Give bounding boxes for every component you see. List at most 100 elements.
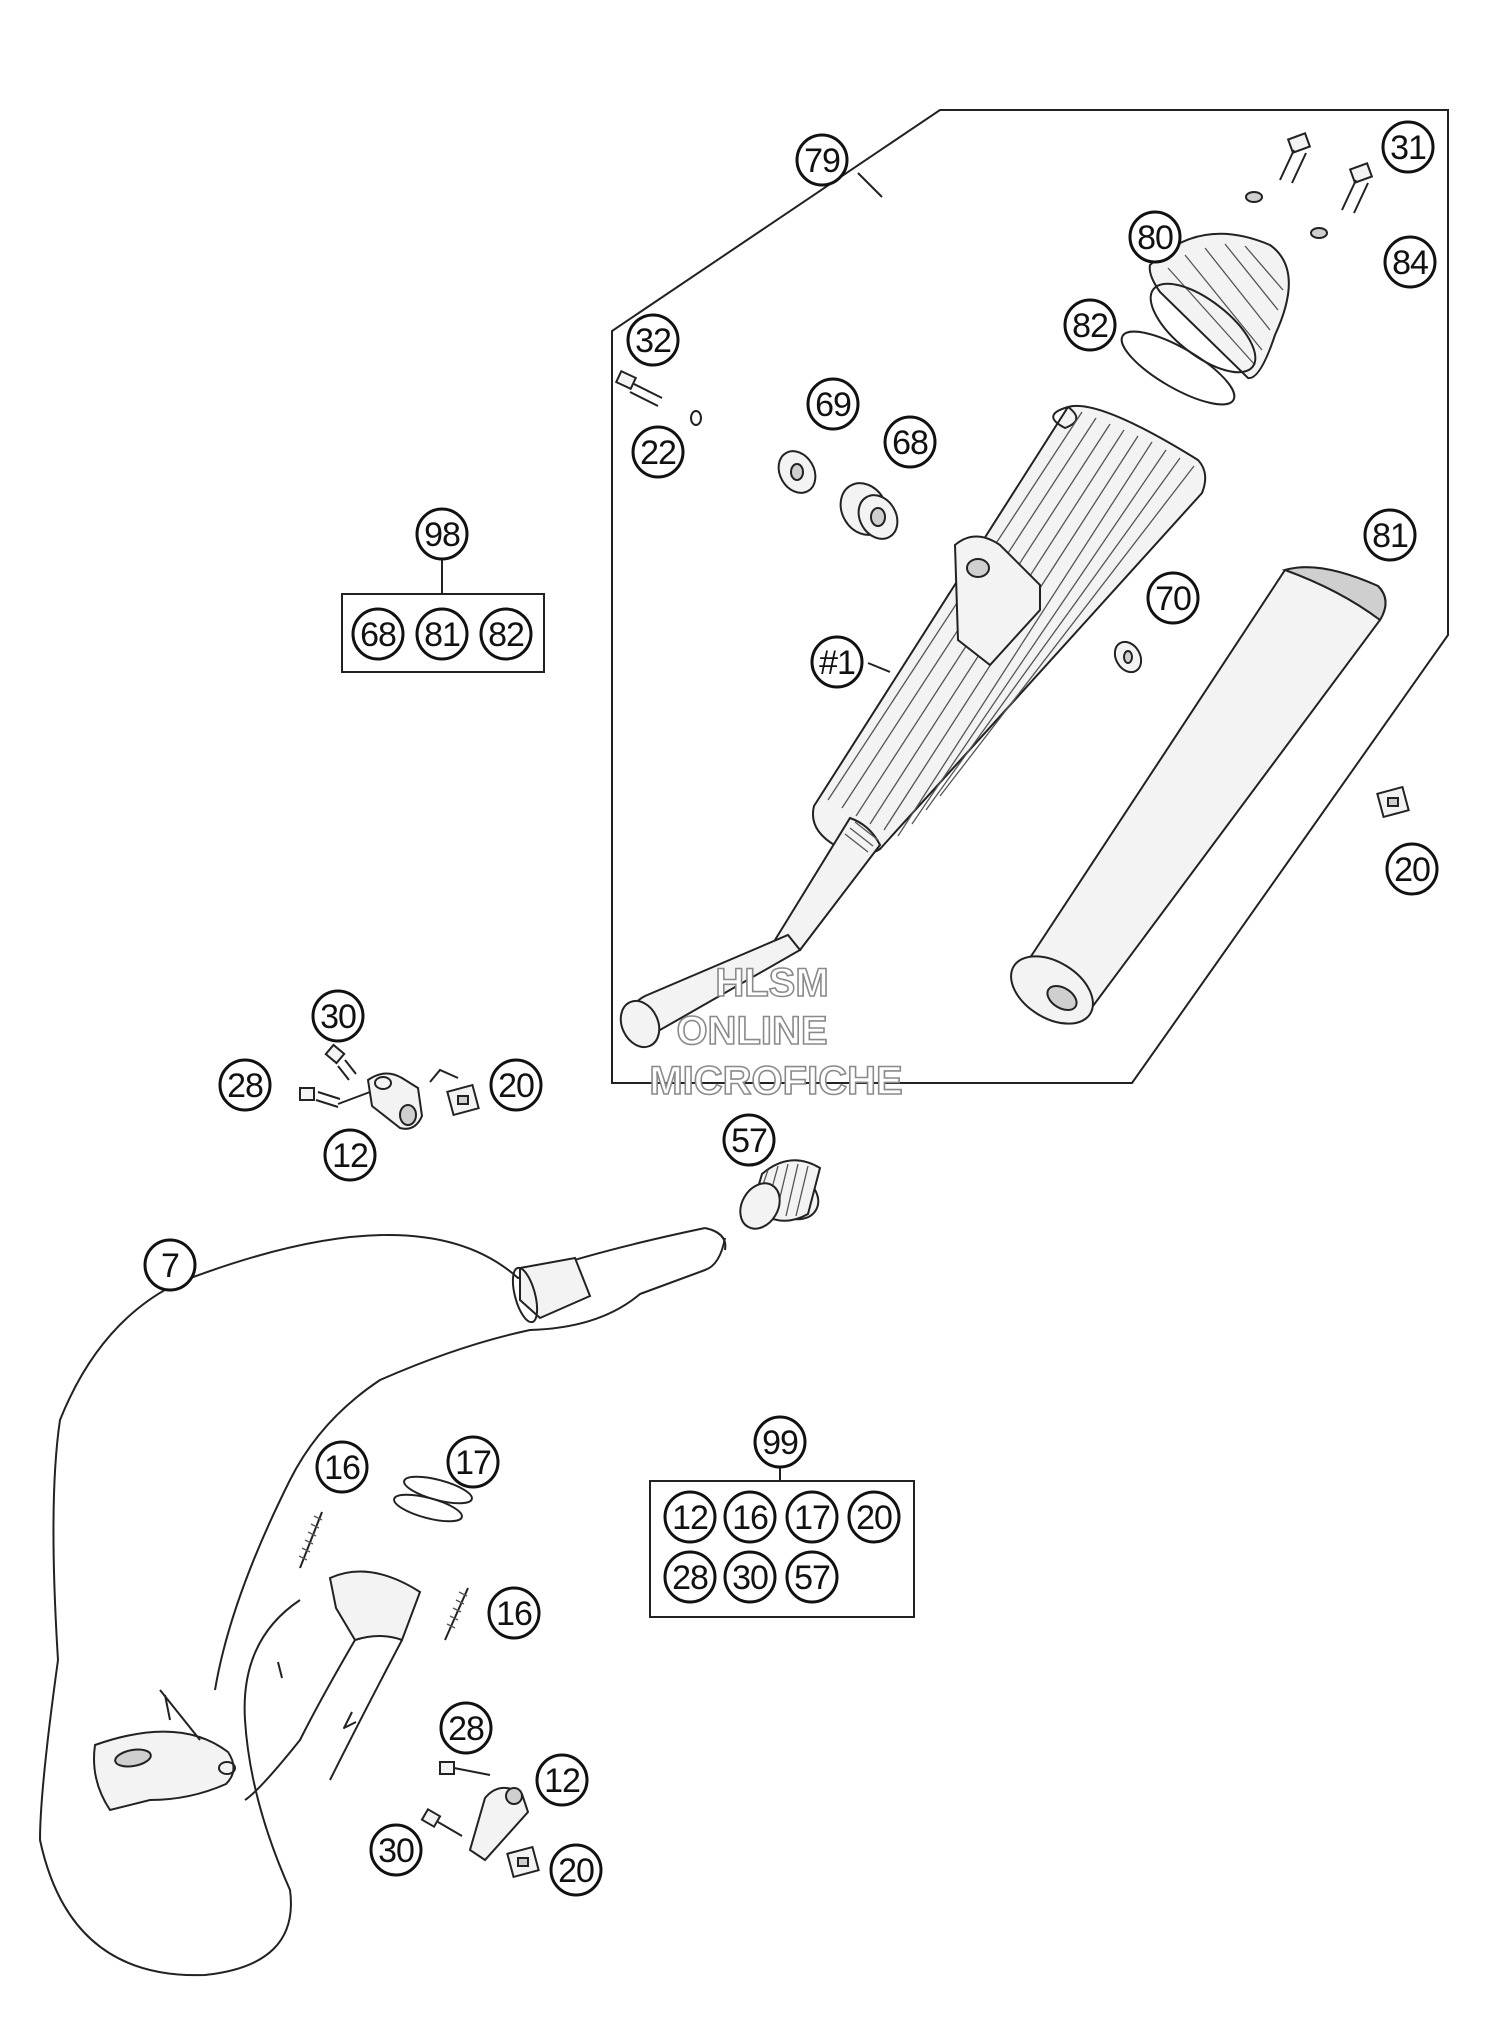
callout-69-c69-circle <box>806 377 860 431</box>
callout-16-c16a-number: 16 <box>324 1449 360 1487</box>
callout-30-c30b[interactable]: 30 <box>369 1823 423 1877</box>
callout-32-c32[interactable]: 32 <box>626 313 680 367</box>
kit-callout-kit_99-row2-0-circle <box>663 1550 717 1604</box>
callout-7-c7[interactable]: 7 <box>143 1238 197 1292</box>
kit-callout-kit_98-items-2-circle <box>479 607 533 661</box>
callout-79-c79-number: 79 <box>804 142 840 180</box>
callout-31-c31[interactable]: 31 <box>1381 120 1435 174</box>
callout-80-c80[interactable]: 80 <box>1128 210 1182 264</box>
kit-callout-kit_98-items-0-circle <box>351 607 405 661</box>
callout-82-c82a-number: 82 <box>1072 307 1108 345</box>
end-cap[interactable] <box>1137 232 1290 388</box>
exhaust-spring-upper[interactable] <box>298 1511 323 1569</box>
kit-callout-kit_98-label[interactable]: 98 <box>415 507 469 561</box>
callout-28-c28a-circle <box>218 1058 272 1112</box>
kit-callout-kit_99-row2-1-circle <box>723 1550 777 1604</box>
mount-screw[interactable] <box>614 369 663 407</box>
exhaust-spring-lower[interactable] <box>444 1587 469 1641</box>
kit-callout-kit_98-items-0-number: 68 <box>360 616 396 654</box>
callout-7-c7-number: 7 <box>161 1247 179 1285</box>
callout-69-c69[interactable]: 69 <box>806 377 860 431</box>
kit-callout-kit_99-label-number: 99 <box>762 1424 798 1462</box>
callout-hash-1-c1[interactable]: #1 <box>810 635 864 689</box>
callout-20-c20a-number: 20 <box>1394 851 1430 889</box>
callout-30-c30a[interactable]: 30 <box>311 989 365 1043</box>
rubber-bushing[interactable] <box>831 475 905 546</box>
washers[interactable] <box>1245 191 1328 239</box>
upper-mounting-bracket[interactable] <box>366 1072 424 1130</box>
callout-20-c20c[interactable]: 20 <box>549 1843 603 1897</box>
callout-16-c16b[interactable]: 16 <box>487 1586 541 1640</box>
lower-screws[interactable] <box>420 1761 491 1837</box>
callout-68-c68a[interactable]: 68 <box>883 415 937 469</box>
callout-30-c30b-number: 30 <box>378 1832 414 1870</box>
callout-20-c20b[interactable]: 20 <box>489 1058 543 1112</box>
upper-screws[interactable] <box>299 1043 357 1108</box>
kit-callout-kit_98-items-2-number: 82 <box>488 616 524 654</box>
kit-callout-kit_99-row1-3[interactable]: 20 <box>847 1490 901 1544</box>
exhaust-pipe[interactable] <box>39 1227 727 1977</box>
callout-hash-1-c1-number: #1 <box>819 644 855 682</box>
washer[interactable] <box>1110 637 1147 677</box>
kit-callout-kit_99-row2-1[interactable]: 30 <box>723 1550 777 1604</box>
callout-31-c31-circle <box>1381 120 1435 174</box>
kit-callout-kit_98-label-number: 98 <box>424 516 460 554</box>
kit-callout-kit_99-row2-0[interactable]: 28 <box>663 1550 717 1604</box>
callout-16-c16b-number: 16 <box>496 1595 532 1633</box>
callout-22-c22[interactable]: 22 <box>631 425 685 479</box>
kit-callout-kit_98-items-1-circle <box>415 607 469 661</box>
callout-22-c22-number: 22 <box>640 434 676 472</box>
callout-82-c82a[interactable]: 82 <box>1063 298 1117 352</box>
callout-84-c84-number: 84 <box>1392 244 1428 282</box>
callout-81-c81a-circle <box>1363 508 1417 562</box>
kit-99-box <box>649 1480 915 1618</box>
callout-32-c32-number: 32 <box>635 322 671 360</box>
exhaust-o-rings[interactable] <box>392 1471 475 1526</box>
callout-hash-1-c1-circle <box>810 635 864 689</box>
kit-callout-kit_99-row1-0[interactable]: 12 <box>663 1490 717 1544</box>
callout-28-c28a[interactable]: 28 <box>218 1058 272 1112</box>
svg-text:HLSM: HLSM <box>715 961 828 1005</box>
kit-callout-kit_99-row2-0-number: 28 <box>672 1559 708 1597</box>
callout-17-c17[interactable]: 17 <box>446 1435 500 1489</box>
kit-callout-kit_99-label[interactable]: 99 <box>753 1415 807 1469</box>
kit-callout-kit_99-row1-1[interactable]: 16 <box>723 1490 777 1544</box>
callout-79-c79[interactable]: 79 <box>795 133 849 187</box>
callout-20-c20c-circle <box>549 1843 603 1897</box>
silencer-body[interactable] <box>614 404 1207 1053</box>
callout-68-c68a-circle <box>883 415 937 469</box>
callout-30-c30a-number: 30 <box>320 998 356 1036</box>
lower-speed-nut[interactable] <box>506 1845 540 1879</box>
exhaust-sleeve[interactable] <box>732 1159 827 1235</box>
speed-nut[interactable] <box>1376 785 1410 819</box>
kit-callout-kit_99-row2-2[interactable]: 57 <box>785 1550 839 1604</box>
callout-12-c12b[interactable]: 12 <box>535 1753 589 1807</box>
lower-mounting-bracket[interactable] <box>468 1787 530 1862</box>
o-ring[interactable] <box>1113 319 1244 418</box>
callout-57-c57-circle <box>722 1113 776 1167</box>
kit-callout-kit_98-label-circle <box>415 507 469 561</box>
callout-20-c20a[interactable]: 20 <box>1385 842 1439 896</box>
callout-20-c20c-number: 20 <box>558 1852 594 1890</box>
small-washer[interactable] <box>690 410 702 426</box>
kit-callout-kit_99-row1-2[interactable]: 17 <box>785 1490 839 1544</box>
callout-28-c28b[interactable]: 28 <box>439 1701 493 1755</box>
callout-30-c30b-circle <box>369 1823 423 1877</box>
upper-speed-nut[interactable] <box>446 1083 480 1117</box>
callout-16-c16a[interactable]: 16 <box>315 1440 369 1494</box>
callout-57-c57[interactable]: 57 <box>722 1113 776 1167</box>
callout-12-c12a[interactable]: 12 <box>323 1128 377 1182</box>
kit-callout-kit_98-items-2[interactable]: 82 <box>479 607 533 661</box>
end-cap-screws[interactable] <box>1279 132 1374 214</box>
kit-callout-kit_98-items-1[interactable]: 81 <box>415 607 469 661</box>
callout-70-c70-circle <box>1146 571 1200 625</box>
absorber-wrap[interactable] <box>999 566 1387 1037</box>
rubber-washer[interactable] <box>771 444 822 499</box>
callout-84-c84[interactable]: 84 <box>1383 235 1437 289</box>
kit-callout-kit_99-row2-2-circle <box>785 1550 839 1604</box>
kit-callout-kit_98-items-0[interactable]: 68 <box>351 607 405 661</box>
callout-81-c81a[interactable]: 81 <box>1363 508 1417 562</box>
callout-80-c80-circle <box>1128 210 1182 264</box>
callout-70-c70[interactable]: 70 <box>1146 571 1200 625</box>
callout-20-c20a-circle <box>1385 842 1439 896</box>
